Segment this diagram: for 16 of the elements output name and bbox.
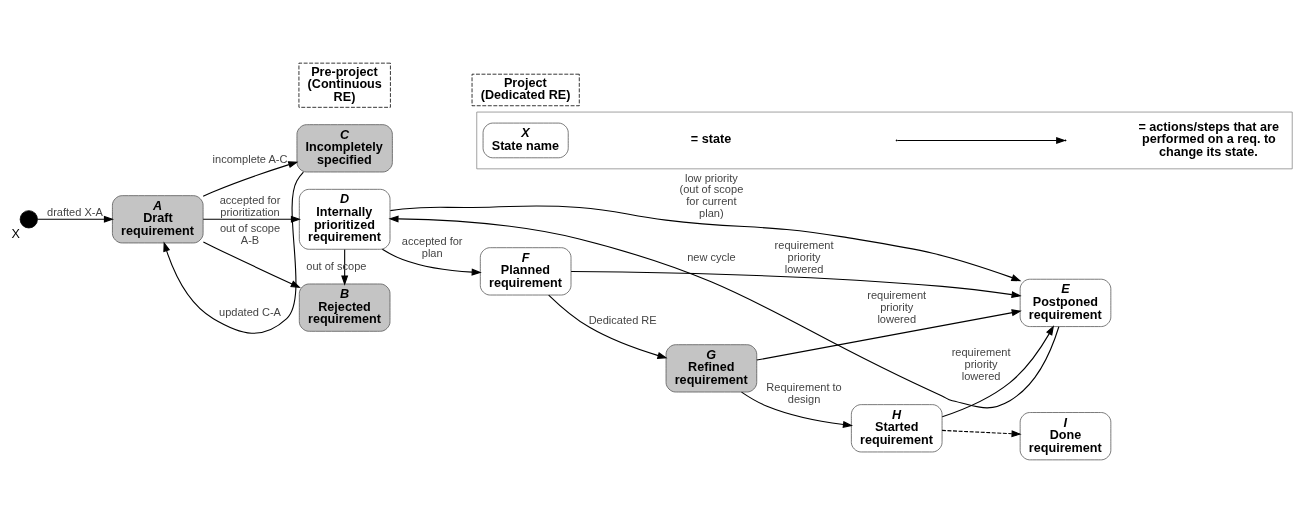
- edge-label: out of scope A-B: [219, 222, 281, 246]
- legend-label: = state: [690, 131, 732, 146]
- edge-label: requirement priority lowered: [774, 239, 834, 276]
- edge-label: accepted for prioritization: [219, 194, 281, 219]
- edge-label: drafted X-A: [47, 206, 103, 219]
- edge-label: new cycle: [687, 251, 736, 264]
- edge-label: incomplete A-C: [212, 153, 288, 166]
- edge-label: low priority (out of scope for current plan): [679, 171, 744, 220]
- legend-label: = actions/steps that are performed on a req. to change its state.: [1138, 119, 1279, 160]
- edge-label: Requirement to design: [766, 381, 842, 406]
- node-label: X: [11, 227, 21, 242]
- edge-label: accepted for plan: [401, 234, 463, 259]
- edge-label: requirement priority lowered: [951, 345, 1011, 382]
- edge-label: requirement priority lowered: [867, 289, 927, 325]
- edge-label: updated C-A: [219, 305, 281, 318]
- edge-label: Dedicated RE: [588, 314, 657, 327]
